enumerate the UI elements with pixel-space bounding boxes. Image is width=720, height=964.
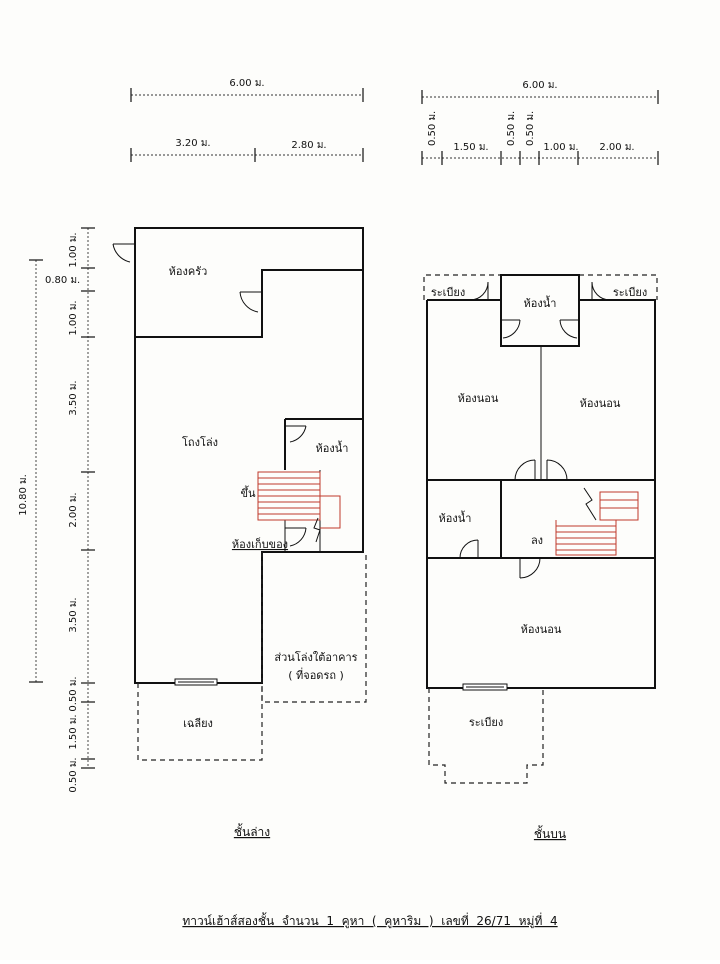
depth-seg-7-label: 0.50 ม.	[68, 676, 79, 711]
ground-left-width-label: 3.20 ม.	[175, 138, 210, 149]
depth-seg-8-label: 1.50 ม.	[68, 714, 79, 749]
depth-seg-9-label: 0.50 ม.	[68, 757, 79, 792]
ground-right-width-label: 2.80 ม.	[291, 140, 326, 151]
top-bath-door-left-icon	[501, 319, 521, 339]
depth-seg-5-label: 2.00 ม.	[68, 492, 79, 527]
upper-seg-1-label: 0.50 ม.	[427, 111, 438, 146]
upper-seg-5-label: 1.00 ม.	[543, 142, 578, 153]
kitchen-entry-door-icon	[112, 243, 135, 263]
open-space-label-line2: ( ที่จอดรถ )	[288, 667, 344, 682]
upper-width-dimensions: 6.00 ม. 0.50 ม. 1.50 ม. 0.50 ม. 0.50 ม. …	[421, 80, 659, 165]
ground-total-width-label: 6.00 ม.	[229, 78, 264, 89]
stairs-up-label: ขึ้น	[240, 485, 256, 500]
bathroom-mid-label: ห้องน้ำ	[439, 510, 472, 525]
depth-seg-6-label: 3.50 ม.	[68, 597, 79, 632]
balcony-left-label: ระเบียง	[431, 286, 465, 299]
storage-label: ห้องเก็บของ	[232, 537, 288, 551]
depth-seg-4-label: 3.50 ม.	[68, 380, 79, 415]
footer-caption: ทาวน์เฮ้าส์สองชั้น จำนวน 1 คูหา ( คูหาริ…	[182, 912, 557, 929]
porch-label: เฉลียง	[183, 717, 213, 730]
balcony-front-label: ระเบียง	[469, 716, 503, 729]
ground-bathroom-label: ห้องน้ำ	[316, 440, 349, 455]
depth-seg-2-label: 0.80 ม.	[45, 275, 80, 286]
overall-depth-label: 10.80 ม.	[18, 474, 29, 516]
upper-floor-caption: ชั้นบน	[534, 825, 566, 841]
bedroom-right-label: ห้องนอน	[580, 397, 621, 410]
upper-floor-plan: ระเบียง ห้องน้ำ ระเบียง ห้องนอน ห้องนอน …	[423, 274, 658, 784]
living-hall-label: โถงโล่ง	[182, 435, 218, 449]
kitchen-inner-door-icon	[239, 291, 262, 313]
upper-seg-2-label: 1.50 ม.	[453, 142, 488, 153]
bedroom-front-label: ห้องนอน	[521, 623, 562, 636]
depth-dimensions: 10.80 ม. 1.00 ม. 0.80 ม. 1.00 ม. 3.50 ม.…	[18, 227, 95, 793]
ground-floor-plan: ห้องครัว โถงโล่ง ห้องน้ำ ขึ้น ห้องเก็บขอ…	[112, 227, 367, 761]
mid-bath-door-icon	[459, 539, 479, 559]
bedroom-left-label: ห้องนอน	[458, 392, 499, 405]
bedroom-left-door-icon	[514, 459, 536, 481]
ground-stairs	[257, 471, 341, 543]
upper-stairs	[555, 487, 639, 556]
upper-seg-4-label: 0.50 ม.	[525, 111, 536, 146]
ground-width-dimensions: 6.00 ม. 3.20 ม. 2.80 ม.	[130, 78, 364, 162]
depth-seg-1-label: 1.00 ม.	[68, 232, 79, 267]
upper-seg-6-label: 2.00 ม.	[599, 142, 634, 153]
stairs-down-label: ลง	[531, 534, 543, 547]
ground-bath-door-icon	[285, 425, 307, 443]
left-balcony-door-icon	[469, 281, 489, 301]
upper-seg-3-label: 0.50 ม.	[506, 111, 517, 146]
depth-seg-3-label: 1.00 ม.	[68, 300, 79, 335]
ground-floor-caption: ชั้นล่าง	[234, 823, 270, 839]
bedroom-right-door-icon	[546, 459, 568, 481]
top-bath-door-right-icon	[559, 319, 579, 339]
storage-door-icon	[285, 527, 307, 547]
bathroom-top-label: ห้องน้ำ	[524, 295, 557, 310]
kitchen-label: ห้องครัว	[169, 265, 208, 278]
right-balcony-door-icon	[591, 281, 611, 301]
upper-total-width-label: 6.00 ม.	[522, 80, 557, 91]
open-space-label-line1: ส่วนโล่งใต้อาคาร	[274, 650, 357, 664]
balcony-right-label: ระเบียง	[613, 286, 647, 299]
front-bedroom-door-icon	[519, 557, 541, 579]
